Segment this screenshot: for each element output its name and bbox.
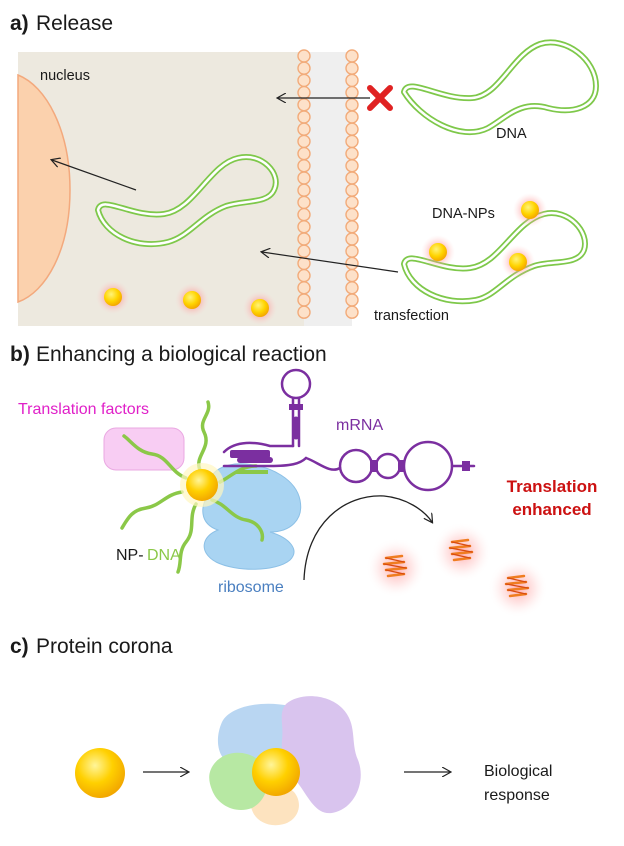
corona-nanoparticle bbox=[252, 748, 300, 796]
lipid-bead bbox=[345, 244, 359, 258]
lipid-bead bbox=[345, 293, 359, 307]
panel-b-title: Enhancing a biological reaction bbox=[36, 343, 327, 366]
nanoparticle bbox=[96, 280, 130, 314]
panel-c-letter: c) bbox=[10, 635, 29, 658]
cell-membrane-interior bbox=[304, 52, 352, 326]
biological-response-line2: response bbox=[484, 787, 550, 804]
lipid-bead bbox=[345, 146, 359, 161]
lipid-bead bbox=[297, 293, 311, 307]
np-center bbox=[180, 463, 224, 507]
lipid-bead bbox=[345, 281, 359, 295]
lipid-bead bbox=[345, 256, 359, 271]
lipid-bead bbox=[345, 220, 359, 234]
lipid-bilayer bbox=[297, 49, 359, 319]
np-dna-label-suffix: DNA bbox=[147, 547, 181, 564]
dna-np-helix-inner bbox=[402, 211, 587, 303]
lipid-bead bbox=[297, 183, 311, 197]
dna-nps-label: DNA-NPs bbox=[432, 206, 495, 222]
lipid-bead bbox=[345, 73, 359, 88]
lipid-bead bbox=[297, 159, 311, 173]
protein-product bbox=[432, 522, 492, 582]
dna-label: DNA bbox=[496, 126, 527, 142]
lipid-bead bbox=[345, 98, 359, 112]
nucleus-arrow bbox=[52, 160, 137, 191]
np-dna-label-prefix: NP- bbox=[116, 547, 144, 564]
nanoparticle bbox=[501, 245, 535, 279]
mrna-label: mRNA bbox=[336, 417, 383, 434]
lipid-bead bbox=[345, 110, 359, 124]
lipid-bead bbox=[297, 73, 311, 88]
lipid-bead bbox=[297, 85, 311, 100]
lipid-bead bbox=[297, 220, 311, 234]
lipid-bead bbox=[297, 146, 311, 161]
lipid-bead bbox=[297, 268, 311, 283]
protein-corona bbox=[209, 696, 361, 826]
panel-a-letter: a) bbox=[10, 12, 29, 35]
biological-response-line1: Biological bbox=[484, 763, 552, 780]
lipid-bead bbox=[297, 98, 311, 112]
ribosome-label: ribosome bbox=[218, 579, 284, 596]
protein-product bbox=[366, 538, 426, 598]
lipid-bead bbox=[297, 207, 311, 222]
lipid-bead bbox=[345, 268, 359, 283]
translation-enhanced-line1: Translation bbox=[507, 477, 598, 496]
panel-c-title: Protein corona bbox=[36, 635, 173, 658]
panel-a-title: Release bbox=[36, 12, 113, 35]
lipid-bead bbox=[297, 195, 311, 210]
nanoparticles-panel-a bbox=[96, 193, 547, 325]
lipid-bead bbox=[345, 122, 359, 136]
lipid-bead bbox=[345, 232, 359, 246]
nanoparticle bbox=[243, 291, 277, 325]
nanoparticle bbox=[175, 283, 209, 317]
nucleus bbox=[17, 73, 71, 304]
panel-c: c) Protein corona Biological response bbox=[10, 635, 552, 826]
lipid-bead bbox=[297, 61, 311, 75]
dna-helix-released-inner bbox=[96, 155, 277, 246]
lipid-bead bbox=[345, 49, 359, 63]
translation-enhanced-line2: enhanced bbox=[512, 500, 591, 519]
mrna-stem-marks bbox=[230, 404, 470, 472]
lipid-bead bbox=[297, 232, 311, 246]
lipid-bead bbox=[345, 171, 359, 185]
lipid-bead bbox=[345, 134, 359, 149]
lipid-bead bbox=[345, 183, 359, 197]
bare-nanoparticle bbox=[75, 748, 125, 798]
protein-product bbox=[488, 558, 548, 618]
lipid-bead bbox=[345, 85, 359, 100]
translation-factors-label: Translation factors bbox=[18, 401, 149, 418]
nanoparticle bbox=[421, 235, 455, 269]
dna-helix-free-inner bbox=[402, 41, 598, 134]
block-x-icon bbox=[367, 85, 393, 111]
transfection-label: transfection bbox=[374, 308, 449, 324]
lipid-bead bbox=[345, 195, 359, 210]
lipid-bead bbox=[297, 134, 311, 149]
lipid-bead bbox=[297, 49, 311, 63]
translation-arrow bbox=[303, 495, 432, 581]
panel-b: b) Enhancing a biological reaction Trans… bbox=[10, 343, 597, 618]
transfection-arrow bbox=[262, 252, 399, 273]
lipid-bead bbox=[297, 171, 311, 185]
dna-helix-free bbox=[401, 39, 599, 136]
lipid-bead bbox=[297, 110, 311, 124]
lipid-bead bbox=[345, 159, 359, 173]
lipid-bead bbox=[297, 122, 311, 136]
lipid-bead bbox=[297, 305, 311, 319]
lipid-bead bbox=[345, 207, 359, 222]
panel-a: a) Release nucleus DNA bbox=[10, 12, 599, 326]
nanoparticle bbox=[513, 193, 547, 227]
nucleus-label: nucleus bbox=[40, 68, 90, 84]
lipid-bead bbox=[297, 244, 311, 258]
lipid-bead bbox=[345, 61, 359, 75]
lipid-bead bbox=[297, 281, 311, 295]
lipid-bead bbox=[345, 305, 359, 319]
corona-protein-purple bbox=[281, 696, 361, 814]
translation-factors-box bbox=[103, 427, 185, 471]
panel-b-letter: b) bbox=[10, 343, 30, 366]
